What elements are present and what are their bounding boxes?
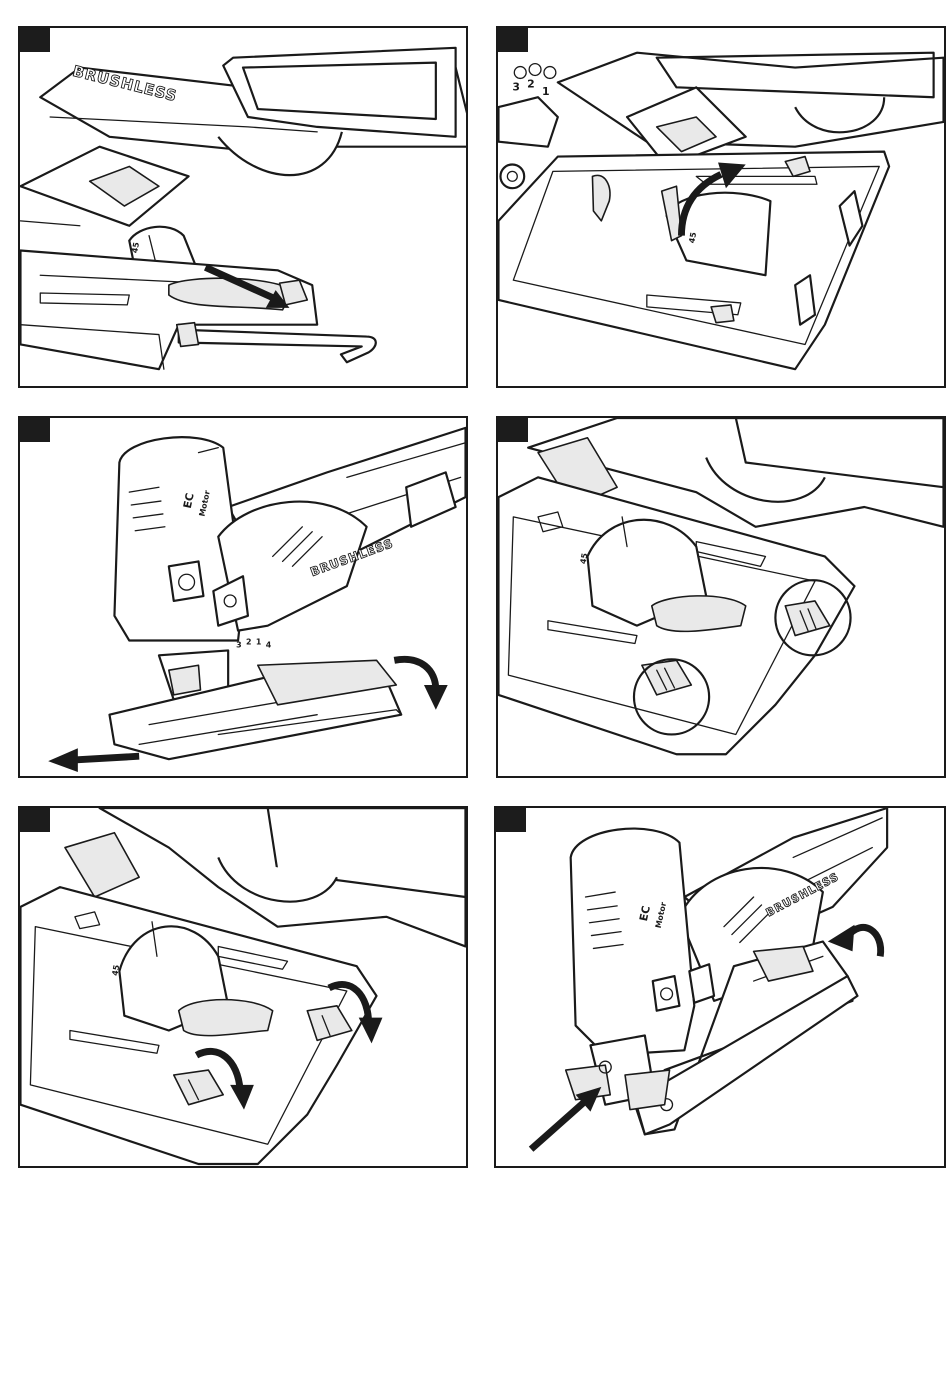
bevel-scale-mark: 45	[130, 241, 141, 253]
figure-panel-1: BRUSHLESS 45	[18, 26, 468, 388]
switch-mark: 2	[246, 637, 252, 646]
figure-number-badge	[498, 28, 528, 52]
figure-panel-2: 3 2 1 45	[496, 26, 946, 388]
figure-number-badge	[20, 28, 50, 52]
switch-mark: 3	[236, 640, 242, 649]
figure-number-badge	[496, 808, 526, 832]
figure-panel-4: 45	[496, 416, 946, 778]
illustration-jigsaw-base-refit: BRUSHLESS EC Motor	[496, 808, 944, 1166]
figure-panel-3: EC Motor BRUSHLESS 3 2 1 4	[18, 416, 468, 778]
bevel-scale-mark: 45	[687, 232, 698, 244]
switch-mark: 1	[256, 637, 262, 646]
speed-mark-2: 2	[527, 77, 535, 90]
illustration-base-plate-unscrewing: BRUSHLESS 45	[20, 28, 466, 386]
figure-number-badge	[498, 418, 528, 442]
figure-panel-5: 45	[18, 806, 468, 1168]
bevel-scale-mark: 45	[111, 964, 122, 976]
bevel-scale-mark: 45	[579, 552, 590, 564]
figure-panel-6: BRUSHLESS EC Motor	[494, 806, 946, 1168]
figure-number-badge	[20, 418, 50, 442]
switch-mark: 4	[266, 640, 272, 649]
illustration-jigsaw-base-removal: EC Motor BRUSHLESS 3 2 1 4	[20, 418, 466, 776]
illustration-latch-closing: 45	[20, 808, 466, 1166]
speed-mark-1: 1	[542, 85, 550, 98]
speed-mark-3: 3	[512, 80, 520, 93]
illustration-base-plate-lifting: 3 2 1 45	[498, 28, 944, 386]
illustration-base-plate-latches: 45	[498, 418, 944, 776]
figure-number-badge	[20, 808, 50, 832]
